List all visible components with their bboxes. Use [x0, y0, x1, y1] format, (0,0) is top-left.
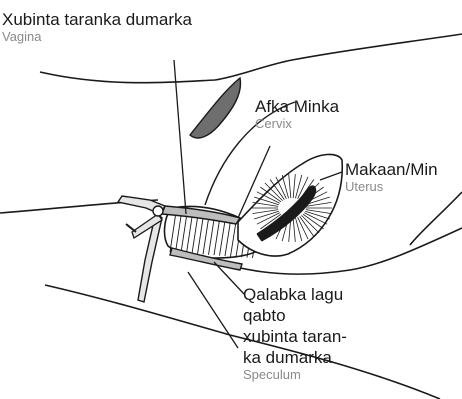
- label-uterus-english: Uterus: [345, 180, 438, 195]
- shaded-tissue: [190, 78, 240, 138]
- leader-line-vagina: [174, 60, 186, 214]
- label-vagina-english: Vagina: [2, 30, 192, 45]
- label-speculum-line1: Qalabka lagu: [243, 284, 347, 305]
- label-cervix-text: Afka Minka: [255, 97, 339, 117]
- body-outline-right: [410, 192, 462, 245]
- label-vagina: Xubinta taranka dumarka Vagina: [2, 10, 192, 44]
- label-speculum-english: Speculum: [243, 368, 347, 383]
- label-vagina-text: Xubinta taranka dumarka: [2, 10, 192, 30]
- label-uterus: Makaan/Min Uterus: [345, 160, 438, 194]
- label-speculum-line4: ka dumarka: [243, 347, 347, 368]
- label-speculum-line2: qabto: [243, 305, 347, 326]
- uterus-body: [238, 154, 342, 256]
- label-cervix: Afka Minka Cervix: [255, 97, 339, 131]
- speculum-screw: [153, 206, 163, 216]
- label-speculum: Qalabka lagu qabto xubinta taran- ka dum…: [243, 284, 347, 383]
- label-speculum-line3: xubinta taran-: [243, 326, 347, 347]
- label-uterus-text: Makaan/Min: [345, 160, 438, 180]
- speculum-pin: [126, 224, 136, 232]
- label-cervix-english: Cervix: [255, 117, 339, 132]
- leader-line-speculum-2: [188, 272, 238, 348]
